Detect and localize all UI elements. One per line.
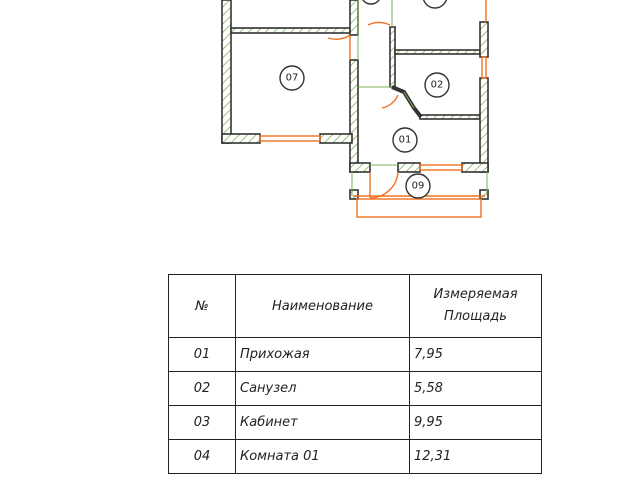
- row-area: 12,31: [409, 439, 542, 474]
- svg-text:09: 09: [412, 181, 425, 192]
- room-label-02: 02: [424, 72, 450, 98]
- room-label-01: 01: [392, 127, 418, 153]
- openings: [259, 0, 487, 218]
- svg-text:02: 02: [431, 80, 444, 91]
- row-area: 9,95: [409, 405, 542, 440]
- diagonal-wall: [391, 85, 423, 119]
- walls: [221, 0, 489, 200]
- room-label-partial: [362, 0, 380, 5]
- floor-plan: 07 02 01 09 03: [221, 0, 489, 218]
- row-area: 5,58: [409, 371, 542, 406]
- svg-text:07: 07: [286, 73, 299, 84]
- row-name: Санузел: [235, 371, 410, 406]
- row-number: 01: [168, 337, 236, 372]
- row-name: Прихожая: [235, 337, 410, 372]
- header-number: №: [168, 274, 236, 338]
- row-number: 04: [168, 439, 236, 474]
- header-name: Наименование: [235, 274, 410, 338]
- row-name: Кабинет: [235, 405, 410, 440]
- row-number: 02: [168, 371, 236, 406]
- green-lines: [351, 0, 488, 196]
- svg-text:01: 01: [399, 135, 412, 146]
- room-label-03: 03: [422, 0, 448, 9]
- row-name: Комната 01: [235, 439, 410, 474]
- row-number: 03: [168, 405, 236, 440]
- svg-text:03: 03: [429, 0, 442, 2]
- room-label-09: 09: [405, 173, 431, 199]
- room-label-07: 07: [279, 65, 305, 91]
- row-area: 7,95: [409, 337, 542, 372]
